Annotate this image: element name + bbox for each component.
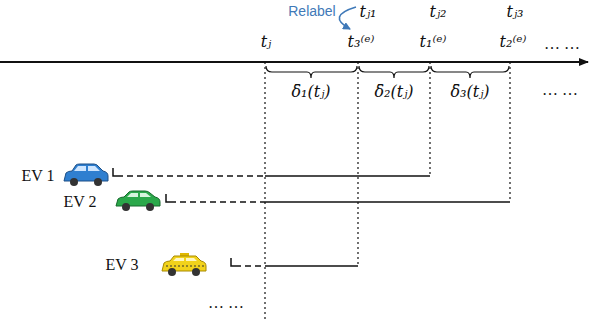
interval-braces	[266, 66, 509, 78]
vehicle-label: EV 3	[105, 256, 138, 274]
time-label: t₃⁽ᵉ⁾	[348, 33, 375, 51]
annotation: Relabel	[288, 4, 335, 19]
car-icon	[116, 191, 160, 211]
relabel-arrow	[339, 7, 356, 29]
time-label: tⱼ₃	[506, 3, 523, 21]
car-icon	[64, 164, 108, 186]
ellipsis: … …	[208, 294, 244, 312]
time-label: tⱼ₁	[359, 3, 376, 21]
time-label: t₁⁽ᵉ⁾	[420, 33, 447, 51]
interval-label: δ̄₂(tⱼ)	[374, 83, 413, 101]
time-markers	[265, 62, 510, 322]
interval-label: δ̄₃(tⱼ)	[450, 83, 489, 101]
time-label: t₂⁽ᵉ⁾	[500, 33, 527, 51]
ev-timelines	[113, 168, 510, 266]
interval-label: δ̄₁(tⱼ)	[291, 83, 330, 101]
ellipsis: … …	[544, 35, 580, 53]
ellipsis: … …	[542, 81, 578, 99]
time-label: tⱼ	[261, 33, 272, 51]
vehicle-label: EV 1	[21, 167, 54, 185]
time-label: tⱼ₂	[429, 3, 446, 21]
taxi-icon	[162, 253, 206, 276]
time-axis	[0, 61, 588, 63]
vehicle-label: EV 2	[63, 193, 96, 211]
